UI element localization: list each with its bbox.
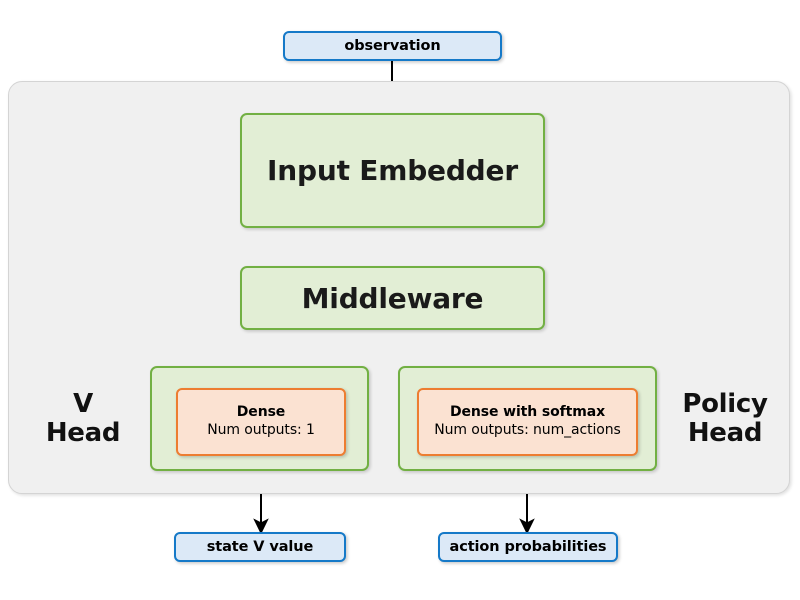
value-head-caption: V Head	[24, 384, 142, 454]
observation-box[interactable]: observation	[283, 31, 502, 61]
policy-head-layer-title: Dense with softmax	[449, 404, 606, 421]
input-embedder-label: Input Embedder	[267, 154, 518, 187]
middleware-label: Middleware	[301, 281, 484, 315]
action-probabilities-output-label: action probabilities	[449, 539, 607, 555]
value-head-caption-line2: Head	[45, 418, 121, 448]
value-head-layer-title: Dense	[236, 404, 286, 421]
observation-label: observation	[344, 38, 441, 54]
policy-head-caption-line2: Head	[687, 418, 763, 448]
value-head-layer-subtitle: Num outputs: 1	[207, 422, 315, 438]
policy-head-caption: Policy Head	[662, 384, 788, 454]
policy-head-caption-line1: Policy	[682, 388, 768, 419]
value-head-caption-line1: V	[73, 388, 93, 419]
action-probabilities-output-box[interactable]: action probabilities	[438, 532, 618, 562]
value-head-dense-layer[interactable]: Dense Num outputs: 1	[176, 388, 346, 456]
input-embedder-block[interactable]: Input Embedder	[240, 113, 545, 228]
middleware-block[interactable]: Middleware	[240, 266, 545, 330]
state-value-output-label: state V value	[206, 539, 314, 555]
policy-head-dense-layer[interactable]: Dense with softmax Num outputs: num_acti…	[417, 388, 638, 456]
policy-head-layer-subtitle: Num outputs: num_actions	[434, 422, 621, 438]
state-value-output-box[interactable]: state V value	[174, 532, 346, 562]
